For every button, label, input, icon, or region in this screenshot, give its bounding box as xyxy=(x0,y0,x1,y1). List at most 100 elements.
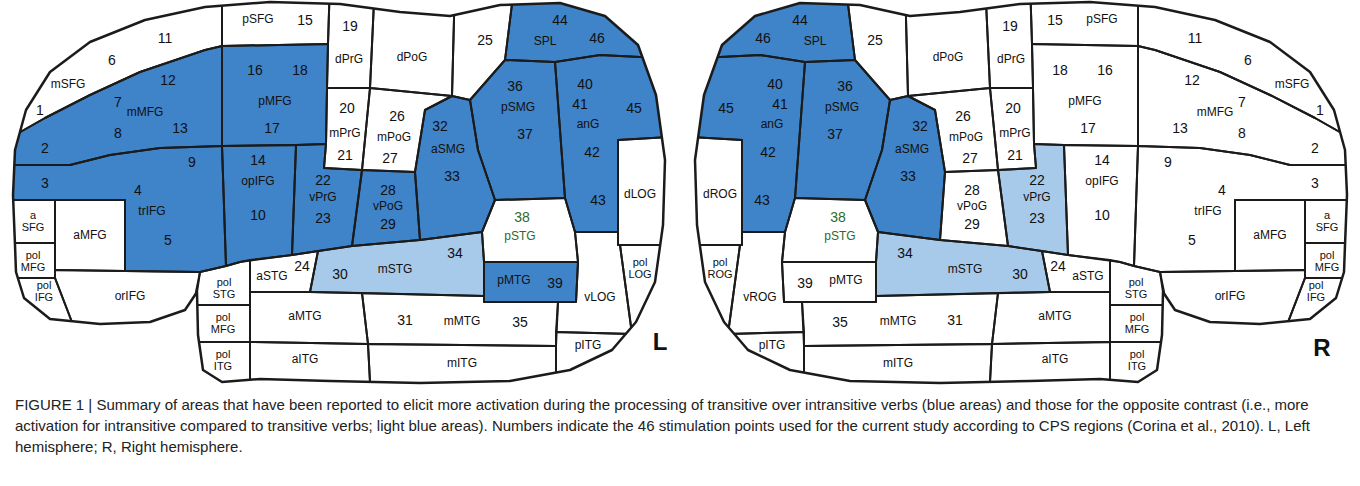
region-fill xyxy=(484,262,578,302)
callout-number: 29 xyxy=(380,216,396,232)
region-label: pSTG xyxy=(824,230,855,244)
region-label: mMFG xyxy=(1197,106,1234,120)
callout-number: 20 xyxy=(1005,100,1021,116)
region-label: pITG xyxy=(575,339,602,353)
callout-number: 2 xyxy=(41,140,49,156)
region-label: pol IFG xyxy=(1307,279,1325,303)
region-label: pol ROG xyxy=(707,256,732,280)
callout-number: 31 xyxy=(397,312,413,328)
callout-number: 26 xyxy=(389,108,405,124)
callout-number: 10 xyxy=(1094,207,1110,223)
region-label: mMFG xyxy=(127,106,164,120)
callout-number: 36 xyxy=(507,78,523,94)
region-label: anG xyxy=(577,118,600,132)
region-label: mPoG xyxy=(949,131,983,145)
callout-number: 5 xyxy=(164,232,172,248)
hemisphere-letter: L xyxy=(653,328,668,356)
callout-number: 25 xyxy=(867,32,883,48)
callout-number: 14 xyxy=(250,152,266,168)
callout-number: 40 xyxy=(577,76,593,92)
region-label: SPL xyxy=(534,35,557,49)
callout-number: 6 xyxy=(108,52,116,68)
callout-number: 41 xyxy=(572,96,588,112)
callout-number: 3 xyxy=(41,175,49,191)
callout-number: 43 xyxy=(590,192,606,208)
region-fill xyxy=(998,144,1068,255)
region-label: pMFG xyxy=(1068,95,1101,109)
region-fill xyxy=(555,55,700,232)
region-label: dROG xyxy=(703,188,737,202)
region-label: mSTG xyxy=(948,263,983,277)
callout-number: 11 xyxy=(1188,30,1203,46)
callout-number: 34 xyxy=(447,245,463,261)
region-label: aITG xyxy=(1042,353,1069,367)
region-label: mMTG xyxy=(444,315,481,329)
callout-number: 3 xyxy=(1311,175,1319,191)
region-label: SPL xyxy=(804,35,827,49)
callout-number: 35 xyxy=(832,314,848,330)
callout-number: 1 xyxy=(36,102,44,118)
hemisphere-outline xyxy=(695,2,1347,383)
region-label: aSMG xyxy=(895,143,929,157)
callout-number: 30 xyxy=(1012,266,1028,282)
callout-number: 14 xyxy=(1094,152,1110,168)
region-label: mMTG xyxy=(880,315,917,329)
region-label: pMTG xyxy=(829,274,862,288)
callout-number: 37 xyxy=(827,126,843,142)
callout-number: 29 xyxy=(964,216,980,232)
region-label: mPrG xyxy=(329,127,360,141)
region-fill xyxy=(660,0,855,62)
region-label: mITG xyxy=(447,357,477,371)
region-label: pol LOG xyxy=(628,256,651,280)
region-label: pMTG xyxy=(497,274,530,288)
region-label: dPoG xyxy=(397,51,428,65)
left-hemisphere xyxy=(0,0,700,420)
region-label: dPoG xyxy=(933,51,964,65)
region-label: pol STG xyxy=(213,276,236,300)
region-fill xyxy=(470,60,565,200)
region-label: aMFG xyxy=(1253,229,1286,243)
callout-number: 30 xyxy=(332,266,348,282)
callout-number: 9 xyxy=(188,154,196,170)
callout-number: 23 xyxy=(1029,210,1045,226)
callout-number: 36 xyxy=(837,78,853,94)
region-label: pol ITG xyxy=(1128,348,1146,372)
callout-number: 19 xyxy=(1002,18,1018,34)
callout-number: 4 xyxy=(134,182,142,198)
callout-number: 32 xyxy=(912,118,928,134)
region-label: opIFG xyxy=(1085,175,1118,189)
region-fill xyxy=(292,144,362,255)
callout-number: 13 xyxy=(172,120,188,136)
region-fill xyxy=(865,96,945,240)
callout-number: 17 xyxy=(264,120,280,136)
callout-number: 16 xyxy=(1097,62,1113,78)
region-label: dLOG xyxy=(624,188,656,202)
callout-number: 18 xyxy=(1052,62,1068,78)
region-fill xyxy=(660,55,805,232)
callout-number: 9 xyxy=(1164,154,1172,170)
region-label: a SFG xyxy=(1316,209,1339,233)
region-label: orIFG xyxy=(115,290,146,304)
hemisphere-letter: R xyxy=(1313,334,1330,362)
region-label: vLOG xyxy=(584,291,615,305)
callout-number: 42 xyxy=(584,144,600,160)
region-label: pSFG xyxy=(242,13,273,27)
region-label: mPrG xyxy=(999,127,1030,141)
figure-caption: FIGURE 1 | Summary of areas that have be… xyxy=(15,394,1345,457)
callout-number: 15 xyxy=(297,12,313,28)
callout-number: 39 xyxy=(797,275,813,291)
callout-number: 27 xyxy=(962,150,978,166)
callout-number: 44 xyxy=(792,12,808,28)
region-label: aMTG xyxy=(288,310,321,324)
callout-number: 43 xyxy=(754,192,770,208)
region-label: pol MFG xyxy=(211,311,235,335)
region-label: trIFG xyxy=(138,205,165,219)
region-label: pSMG xyxy=(501,101,535,115)
callout-number: 45 xyxy=(626,100,642,116)
region-label: aSTG xyxy=(256,270,287,284)
region-label: aMFG xyxy=(73,229,106,243)
callout-number: 38 xyxy=(830,209,846,225)
callout-number: 27 xyxy=(382,150,398,166)
